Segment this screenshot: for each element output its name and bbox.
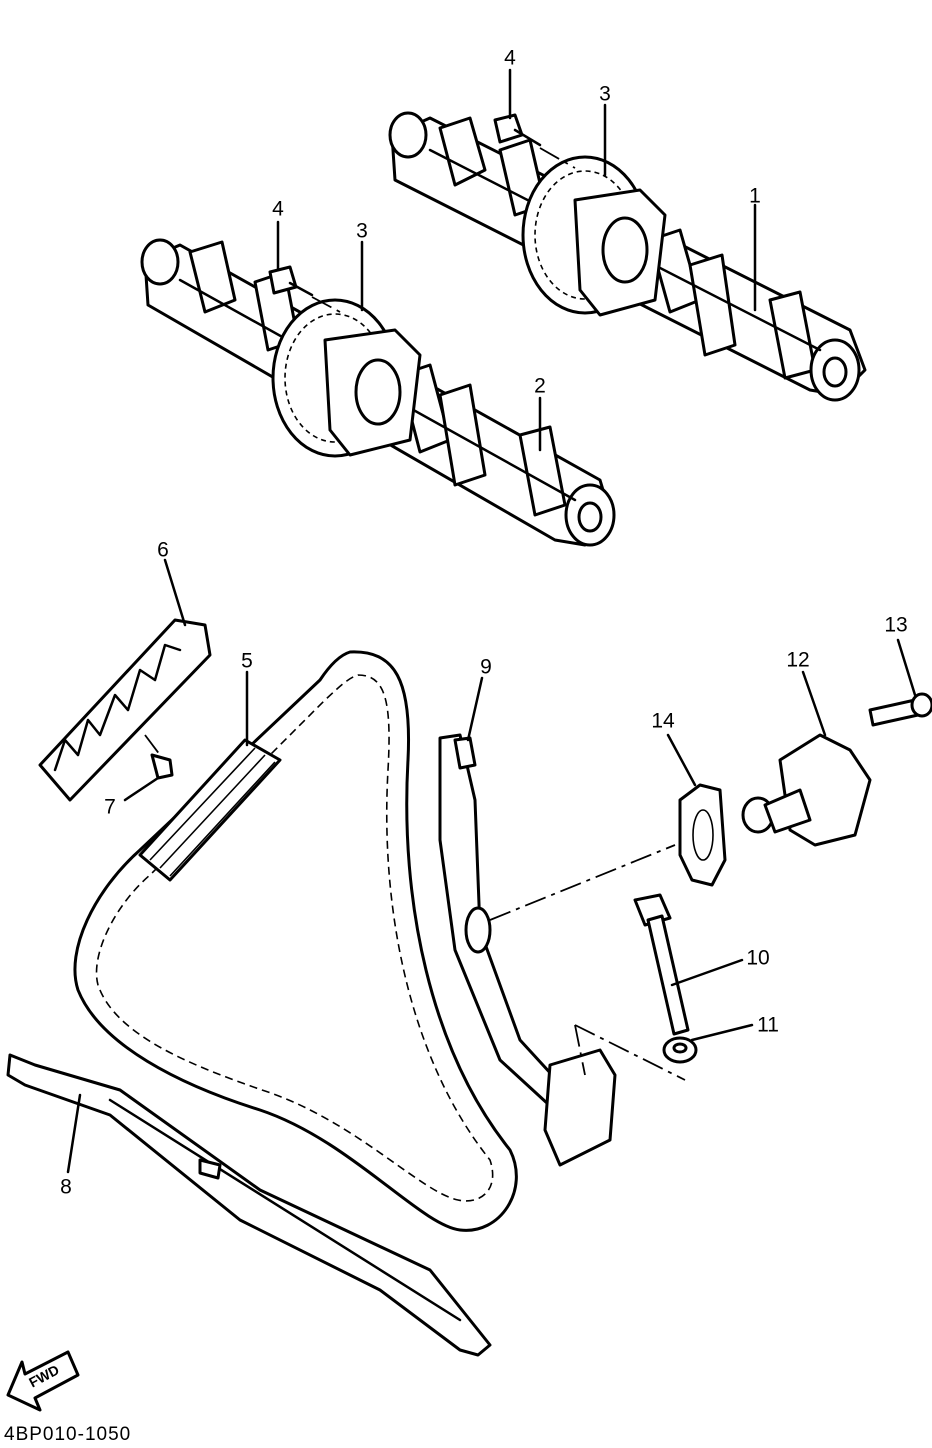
leader-lines	[66, 68, 917, 1174]
callout-5: 5	[241, 649, 253, 673]
bolt-13	[868, 692, 932, 727]
bolt-10	[633, 893, 690, 1036]
callout-9: 9	[480, 655, 492, 679]
forward-arrow-icon	[6, 1350, 80, 1412]
drawing-code: 4BP010-1050	[4, 1424, 132, 1445]
screw-7	[144, 734, 174, 780]
callout-8: 8	[60, 1175, 72, 1199]
callout-2: 2	[534, 374, 546, 398]
callout-12: 12	[786, 648, 810, 672]
chain-guide-9	[438, 733, 617, 1167]
callout-13: 13	[884, 613, 908, 637]
cam-sprocket-upper	[521, 155, 667, 317]
callout-3-lower: 3	[356, 219, 368, 243]
gasket-14	[678, 783, 727, 887]
callout-3-upper: 3	[599, 82, 611, 106]
bolt-4-upper	[493, 113, 576, 169]
callout-1: 1	[749, 184, 761, 208]
bolt-4-lower	[268, 265, 341, 313]
tensioner-12	[741, 733, 872, 847]
callout-11: 11	[757, 1013, 779, 1037]
callout-10: 10	[746, 946, 770, 970]
callout-4-upper: 4	[504, 46, 516, 70]
washer-11	[662, 1036, 698, 1064]
callout-4-lower: 4	[272, 197, 284, 221]
chain-guide-8	[6, 1053, 492, 1357]
cam-chain-5	[73, 650, 518, 1232]
callout-7: 7	[104, 795, 116, 819]
cam-sprocket-lower	[271, 298, 422, 458]
chain-guide-6	[38, 618, 212, 802]
callout-6: 6	[157, 538, 169, 562]
callout-14: 14	[651, 709, 675, 733]
